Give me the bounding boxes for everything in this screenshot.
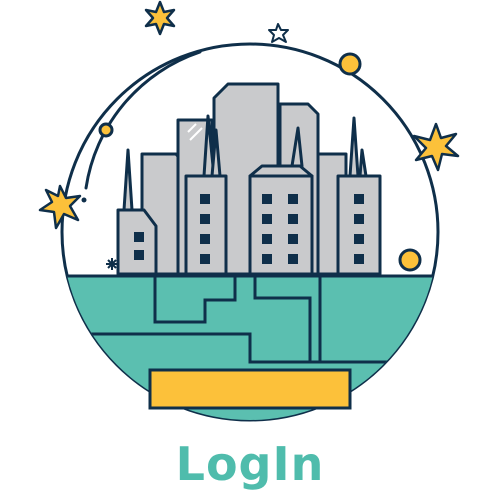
spire-right-2	[358, 148, 368, 178]
spire-right	[348, 116, 360, 178]
login-title-button[interactable]: LogIn	[175, 437, 325, 491]
spire-center-right	[290, 126, 304, 168]
city-skyline	[116, 82, 382, 276]
orbit-arc	[84, 50, 202, 190]
glint-lines	[187, 123, 203, 141]
star-icon	[38, 184, 82, 230]
star-icon	[144, 0, 176, 36]
windows	[134, 194, 364, 264]
building-center-front	[248, 174, 314, 276]
planet-dot-icon	[338, 52, 362, 76]
planet-dot-icon	[398, 248, 422, 272]
spire-center-left-2	[210, 128, 222, 178]
spire-left	[122, 148, 134, 212]
star-icon	[268, 23, 289, 43]
planet-dot-icon	[98, 122, 114, 138]
sparkle-small	[106, 258, 118, 270]
spire-center-left	[202, 114, 216, 178]
ground-paths	[62, 276, 438, 364]
building-center-front-cap	[248, 164, 314, 178]
globe-base	[148, 368, 352, 410]
orbit-dot	[81, 197, 87, 203]
star-icon	[412, 122, 460, 172]
snow-globe-city-illustration	[38, 0, 460, 422]
